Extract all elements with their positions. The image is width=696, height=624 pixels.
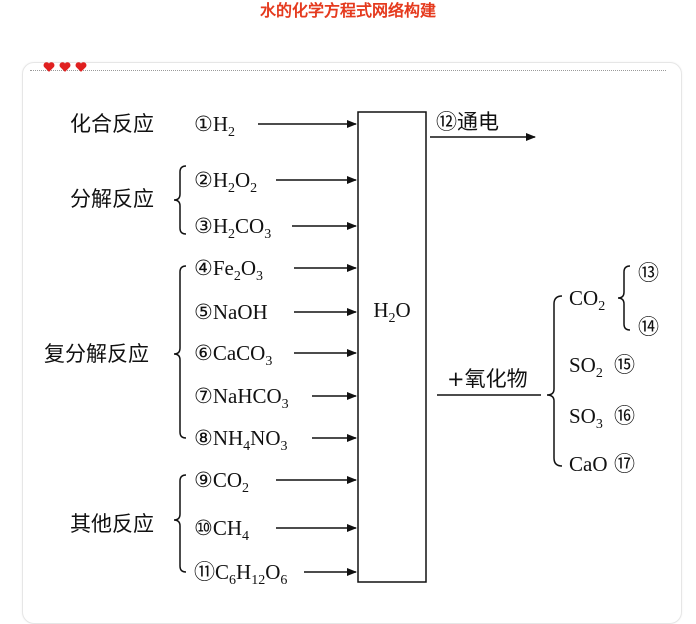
reactant-number: ⑤ bbox=[194, 300, 213, 324]
reactant-number: ⑩ bbox=[194, 516, 213, 540]
reactant-list: ①H2 ②H2O2 ③H2CO3 ④Fe2O3 ⑤NaOH ⑥CaCO3 ⑦NaHCO3 ⑧N… bbox=[194, 112, 357, 588]
oxide-number: ⑬ bbox=[638, 261, 659, 285]
oxide-number: ⑭ bbox=[638, 315, 659, 339]
page-title: 水的化学方程式网络构建 bbox=[259, 1, 436, 20]
reactant-number: ⑪ bbox=[194, 560, 215, 584]
reactant-number: ② bbox=[194, 168, 213, 192]
reactant-item: ⑧NH4NO3 bbox=[194, 426, 357, 454]
reactant-formula: ①H2 bbox=[194, 112, 235, 140]
water-box bbox=[357, 111, 427, 583]
reactant-item: ⑥CaCO3 bbox=[194, 341, 357, 369]
reactant-formula: ⑤NaOH bbox=[194, 300, 268, 324]
group-label-other: 其他反应 bbox=[70, 512, 154, 536]
electrolysis-label: ⑫通电 bbox=[436, 110, 499, 134]
heart-decoration bbox=[42, 60, 88, 74]
reactant-item: ⑨CO2 bbox=[194, 468, 357, 496]
group-label-combination: 化合反应 bbox=[70, 112, 154, 136]
reactant-formula: ②H2O2 bbox=[194, 168, 257, 196]
reactant-number: ③ bbox=[194, 214, 213, 238]
oxide-formula: SO2 bbox=[569, 353, 603, 381]
oxide-formula: CaO bbox=[569, 452, 608, 476]
reactant-formula: ⑥CaCO3 bbox=[194, 341, 272, 369]
reactant-item: ⑪C6H12O6 bbox=[194, 560, 357, 588]
reactant-formula: ⑧NH4NO3 bbox=[194, 426, 288, 454]
oxide-formula: SO3 bbox=[569, 404, 603, 432]
oxide-item: SO2 ⑮ bbox=[569, 353, 635, 381]
reactant-formula: ⑦NaHCO3 bbox=[194, 384, 289, 412]
reactant-item: ④Fe2O3 bbox=[194, 256, 357, 284]
brace-co2 bbox=[617, 265, 631, 331]
reactant-number: ④ bbox=[194, 256, 213, 280]
reactant-formula: ③H2CO3 bbox=[194, 214, 271, 242]
reactant-item: ①H2 bbox=[194, 112, 357, 140]
brace-double-decomposition bbox=[173, 265, 187, 439]
reactant-number: ① bbox=[194, 112, 213, 136]
water-label: H2O bbox=[373, 298, 410, 326]
reactant-item: ②H2O2 bbox=[194, 168, 357, 196]
reactant-formula: ④Fe2O3 bbox=[194, 256, 263, 284]
reactant-number: ⑦ bbox=[194, 384, 213, 408]
reactant-number: ⑨ bbox=[194, 468, 213, 492]
oxide-item: CO2 ⑬ ⑭ bbox=[569, 261, 659, 339]
oxide-item: SO3 ⑯ bbox=[569, 404, 635, 432]
group-label-decomposition: 分解反应 bbox=[70, 187, 154, 211]
reactant-number: ⑧ bbox=[194, 426, 213, 450]
oxide-number: ⑰ bbox=[614, 452, 635, 476]
reactant-item: ⑤NaOH bbox=[194, 300, 357, 324]
reactant-formula: ⑪C6H12O6 bbox=[194, 560, 287, 588]
group-label-double-decomposition: 复分解反应 bbox=[44, 342, 149, 366]
brace-decomposition bbox=[173, 165, 187, 235]
heart-icon bbox=[59, 62, 71, 72]
reactant-formula: ⑨CO2 bbox=[194, 468, 249, 496]
reactant-item: ③H2CO3 bbox=[194, 214, 357, 242]
dotted-border-decoration bbox=[30, 70, 666, 77]
water-reaction-network-diagram: H2O 化合反应 分解反应 复分解反应 其他反应 ①H2 ②H2O2 ③H2CO3 ④… bbox=[44, 110, 659, 588]
brace-other bbox=[173, 474, 187, 573]
reactant-formula: ⑩CH4 bbox=[194, 516, 249, 544]
reactant-item: ⑩CH4 bbox=[194, 516, 357, 544]
oxide-branch-label: +氧化物 bbox=[447, 367, 528, 391]
brace-oxides bbox=[546, 295, 563, 467]
oxide-formula: CO2 bbox=[569, 286, 605, 314]
heart-icon bbox=[75, 62, 87, 72]
oxide-number: ⑮ bbox=[614, 353, 635, 377]
heart-icon bbox=[43, 62, 55, 72]
reactant-item: ⑦NaHCO3 bbox=[194, 384, 357, 412]
oxide-number: ⑯ bbox=[614, 404, 635, 428]
reactant-number: ⑥ bbox=[194, 341, 213, 365]
